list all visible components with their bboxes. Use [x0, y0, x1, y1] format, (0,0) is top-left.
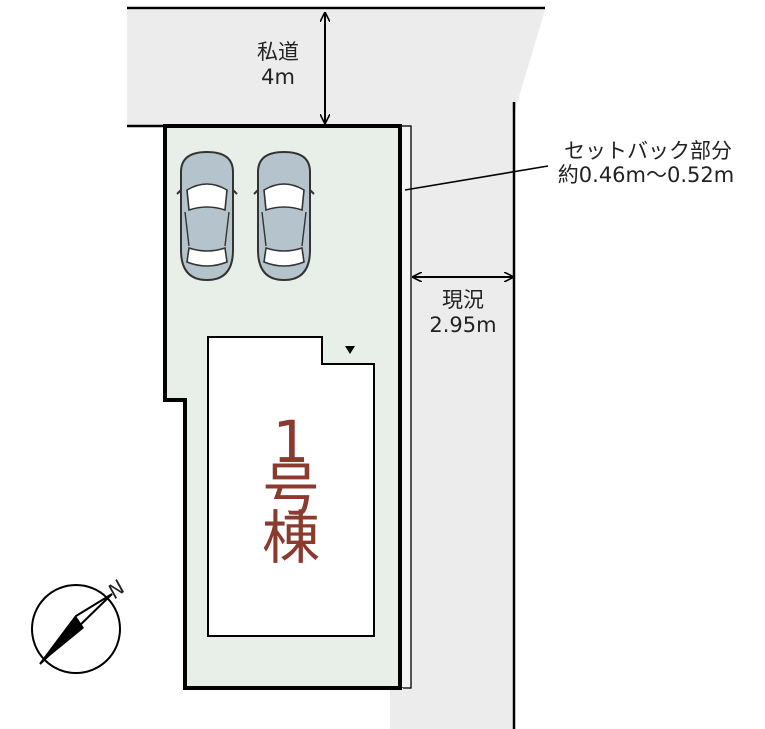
- building-label-line2: 号: [262, 456, 320, 524]
- private-road-width: 4m: [261, 65, 295, 89]
- building-footprint: [207, 336, 375, 637]
- car-icon: [253, 151, 315, 281]
- setback-title: セットバック部分: [564, 139, 732, 163]
- car-icon: [176, 151, 238, 281]
- building-number: 1: [273, 408, 310, 476]
- compass-icon: [31, 584, 121, 674]
- current-road-label: 現況: [442, 288, 484, 312]
- private-road-label: 私道: [257, 40, 299, 64]
- setback-strip-lower: [391, 688, 403, 729]
- building-label-line3: 棟: [262, 504, 320, 572]
- setback-range: 約0.46m～0.52m: [558, 163, 734, 187]
- entrance-marker: [345, 346, 355, 354]
- private-road: [127, 10, 545, 729]
- current-road-width: 2.95m: [429, 313, 496, 337]
- setback-leader-line: [404, 165, 549, 191]
